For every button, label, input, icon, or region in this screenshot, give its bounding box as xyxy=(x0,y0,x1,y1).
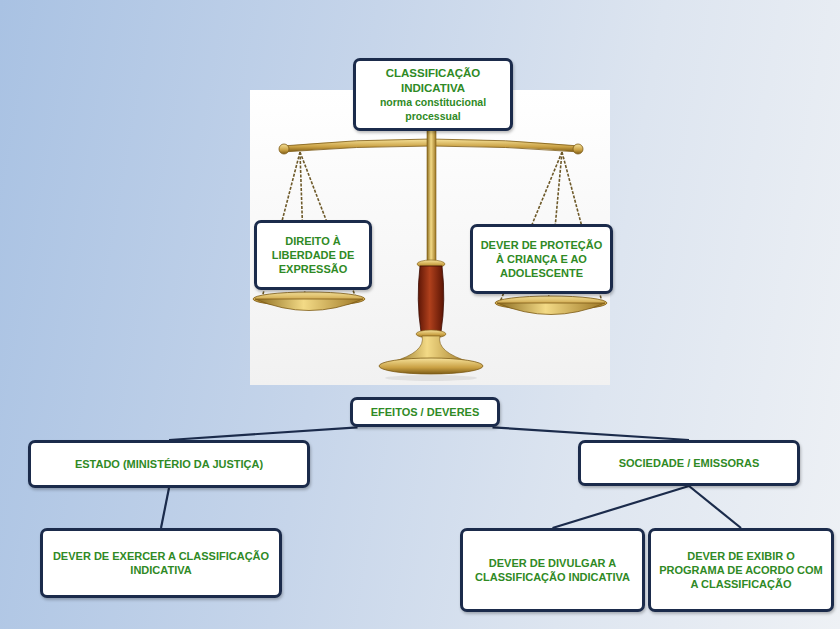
box-subtitle: norma constitucional processual xyxy=(362,96,504,123)
box-label: DEVER DE DIVULGAR A CLASSIFICAÇÃO INDICA… xyxy=(469,556,636,585)
box-label: DEVER DE PROTEÇÃO À CRIANÇA E AO ADOLESC… xyxy=(479,238,604,281)
box-label: DIREITO À LIBERDADE DE EXPRESSÃO xyxy=(263,234,363,277)
duty-box: DEVER DE EXIBIR O PROGRAMA DE ACORDO COM… xyxy=(648,528,834,612)
connector-line xyxy=(689,486,741,528)
connector-line xyxy=(493,427,690,440)
actor-box: ESTADO (MINISTÉRIO DA JUSTIÇA) xyxy=(28,440,310,488)
box-label: EFEITOS / DEVERES xyxy=(371,405,480,419)
effects-box: EFEITOS / DEVERES xyxy=(350,397,500,427)
duty-box: DEVER DE DIVULGAR A CLASSIFICAÇÃO INDICA… xyxy=(460,528,645,612)
box-label: DEVER DE EXIBIR O PROGRAMA DE ACORDO COM… xyxy=(657,549,825,592)
title-box: CLASSIFICAÇÃO INDICATIVAnorma constituci… xyxy=(353,58,513,131)
connector-line xyxy=(553,486,690,528)
actor-box: SOCIEDADE / EMISSORAS xyxy=(578,440,800,486)
box-label: SOCIEDADE / EMISSORAS xyxy=(619,456,760,470)
duty-box: DEVER DE PROTEÇÃO À CRIANÇA E AO ADOLESC… xyxy=(470,224,613,294)
box-label: ESTADO (MINISTÉRIO DA JUSTIÇA) xyxy=(75,457,263,471)
connector-line xyxy=(169,427,358,440)
connector-line xyxy=(161,488,169,528)
duty-box: DEVER DE EXERCER A CLASSIFICAÇÃO INDICAT… xyxy=(40,528,282,598)
box-label: DEVER DE EXERCER A CLASSIFICAÇÃO INDICAT… xyxy=(49,549,273,578)
box-label: CLASSIFICAÇÃO INDICATIVA xyxy=(362,66,504,96)
right-box: DIREITO À LIBERDADE DE EXPRESSÃO xyxy=(254,220,372,290)
